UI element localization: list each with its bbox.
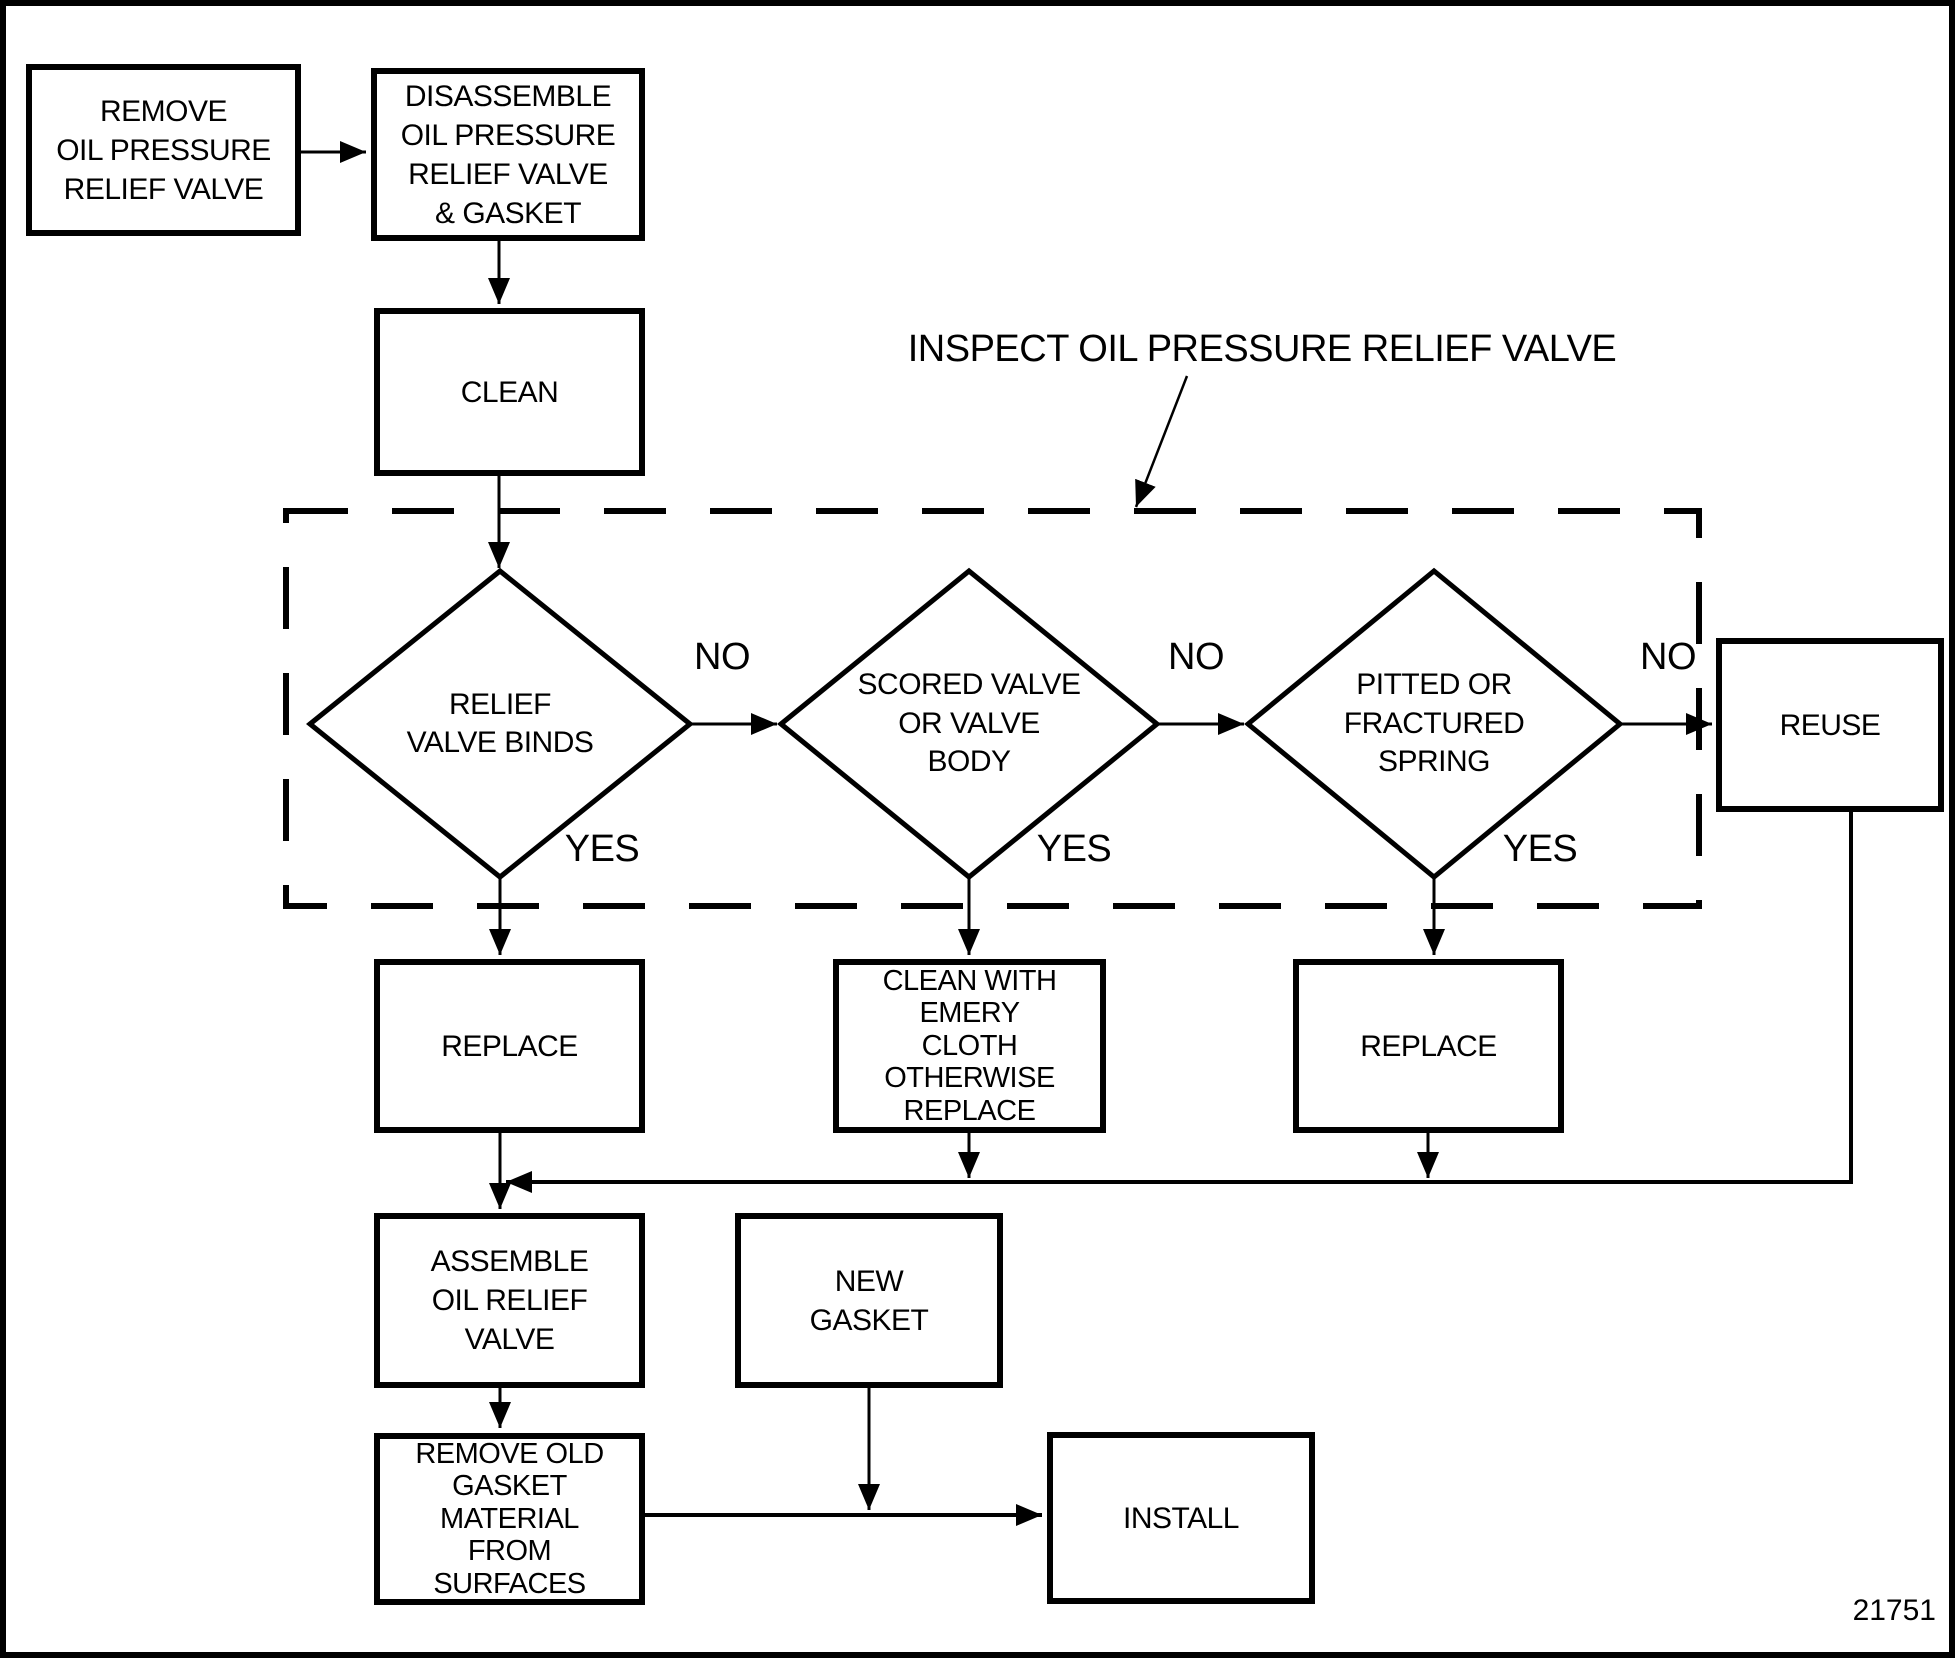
- decision-diamond-relief-valve-binds: [306, 567, 694, 881]
- node-remove-oil-pressure-relief-valve: REMOVE OIL PRESSURE RELIEF VALVE: [26, 64, 301, 236]
- edge-label-no-1: NO: [694, 635, 751, 678]
- node-assemble-oil-relief-valve: ASSEMBLE OIL RELIEF VALVE: [374, 1213, 645, 1388]
- edge-label-no-3: NO: [1640, 635, 1697, 678]
- flowchart-connectors: [283, 141, 1853, 1526]
- figure-number: 21751: [1852, 1594, 1936, 1627]
- edge-label-yes-2: YES: [1036, 827, 1112, 870]
- node-reuse: REUSE: [1716, 638, 1944, 812]
- diamond-label-relief-valve-binds: RELIEF VALVE BINDS: [406, 687, 594, 759]
- inspect-label-leader-arrow: [1134, 375, 1189, 508]
- inspect-region-label: INSPECT OIL PRESSURE RELIEF VALVE: [907, 327, 1617, 370]
- node-clean-with-emery-cloth: CLEAN WITH EMERY CLOTH OTHERWISE REPLACE: [833, 959, 1106, 1133]
- node-replace-spring: REPLACE: [1293, 959, 1564, 1133]
- diamond-label-scored-valve: SCORED VALVE OR VALVE BODY: [857, 668, 1081, 779]
- node-clean: CLEAN: [374, 308, 645, 476]
- diamond-label-pitted-spring: PITTED OR FRACTURED SPRING: [1343, 668, 1525, 779]
- edge-label-yes-3: YES: [1502, 827, 1578, 870]
- edge-label-no-2: NO: [1168, 635, 1225, 678]
- node-install: INSTALL: [1047, 1432, 1315, 1604]
- merge-line-from-reuse: [506, 812, 1853, 1193]
- decision-diamond-scored-valve: [777, 567, 1161, 881]
- node-new-gasket: NEW GASKET: [735, 1213, 1003, 1388]
- edge-label-yes-1: YES: [564, 827, 640, 870]
- node-remove-old-gasket-material: REMOVE OLD GASKET MATERIAL FROM SURFACES: [374, 1433, 645, 1605]
- node-replace-binding-valve: REPLACE: [374, 959, 645, 1133]
- node-disassemble-valve-and-gasket: DISASSEMBLE OIL PRESSURE RELIEF VALVE & …: [371, 68, 645, 241]
- decision-diamond-pitted-spring: [1244, 567, 1624, 881]
- inspection-dashed-region: [283, 508, 1702, 909]
